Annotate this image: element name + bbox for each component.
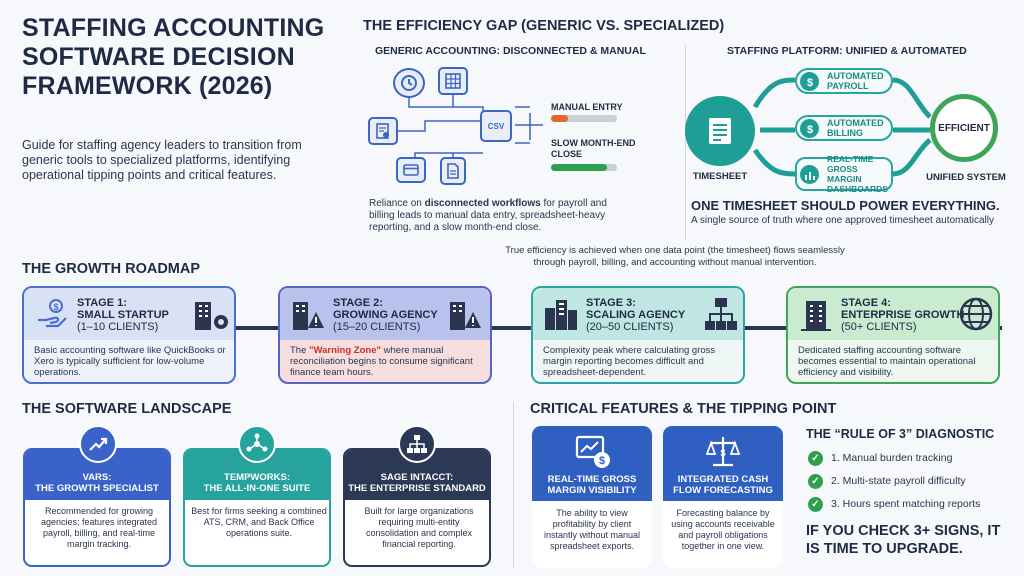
stage-3-title: STAGE 3:SCALING AGENCY(20–50 CLIENTS) [586, 297, 686, 333]
tempworks-description: Best for firms seeking a combined ATS, C… [191, 506, 327, 538]
roadmap-line [22, 326, 1002, 330]
org-chart-icon [703, 296, 739, 337]
generic-description: Reliance on disconnected workflows for p… [369, 198, 607, 233]
svg-text:$: $ [599, 455, 605, 467]
timesheet-tagline: A single source of truth where one appro… [691, 215, 994, 226]
manual-entry-fill [551, 115, 568, 122]
stage-1-title: STAGE 1:SMALL STARTUP(1–10 CLIENTS) [77, 297, 169, 333]
stage-card-2: STAGE 2:GROWING AGENCY(15–20 CLIENTS) Th… [278, 286, 492, 384]
building-warning-icon [447, 298, 483, 337]
svg-text:$: $ [720, 448, 725, 458]
dollar-icon: $ [800, 119, 819, 138]
document-icon [440, 157, 466, 185]
flow-gross-margin-dashboards: REAL-TIME GROSS MARGIN DASHBOARDS [795, 154, 893, 194]
cash-flow-description: Forecasting balance by using accounts re… [671, 508, 775, 551]
scales-icon: $ [705, 434, 741, 475]
efficiency-gap-title: THE EFFICIENCY GAP (GENERIC VS. SPECIALI… [363, 18, 725, 34]
dollar-icon: $ [800, 72, 819, 91]
stage-2-title: STAGE 2:GROWING AGENCY(15–20 CLIENTS) [333, 297, 438, 333]
hierarchy-icon [398, 425, 436, 463]
gross-margin-description: The ability to view profitability by cli… [543, 508, 641, 551]
vars-description: Recommended for growing agencies; featur… [40, 506, 158, 549]
payment-card-icon [396, 157, 426, 183]
diagnostic-title: THE “RULE OF 3” DIAGNOSTIC [806, 427, 995, 441]
efficiency-footnote: True efficiency is achieved when one dat… [505, 245, 845, 268]
intro-text: Guide for staffing agency leaders to tra… [22, 138, 302, 182]
software-title: THE SOFTWARE LANDSCAPE [22, 401, 232, 417]
stage-4-body: Dedicated staffing accounting software b… [798, 345, 976, 378]
check-icon: ✓ [808, 497, 823, 512]
city-buildings-icon [543, 298, 579, 337]
metric-label-manual-entry: MANUAL ENTRY [551, 102, 623, 112]
spreadsheet-icon [438, 67, 468, 95]
unified-system-label: UNIFIED SYSTEM [926, 172, 1006, 183]
vendor-card-vars: VARS:THE GROWTH SPECIALIST Recommended f… [23, 448, 171, 567]
flow-automated-billing: $ AUTOMATED BILLING [795, 115, 893, 141]
svg-text:$: $ [53, 302, 58, 312]
svg-text:$: $ [806, 77, 812, 88]
roadmap-title: THE GROWTH ROADMAP [22, 261, 201, 277]
check-icon: ✓ [808, 474, 823, 489]
building-gear-icon [191, 298, 231, 337]
stage-3-body: Complexity peak where calculating gross … [543, 345, 716, 378]
stage-card-3: STAGE 3:SCALING AGENCY(20–50 CLIENTS) Co… [531, 286, 745, 384]
chart-icon [800, 165, 819, 184]
stage-2-body: The "Warning Zone" where manual reconcil… [290, 345, 473, 378]
generic-title: GENERIC ACCOUNTING: DISCONNECTED & MANUA… [375, 45, 646, 57]
upgrade-cta: IF YOU CHECK 3+ SIGNS, IT IS TIME TO UPG… [806, 523, 1001, 557]
feature-card-cash-flow: $ INTEGRATED CASH FLOW FORECASTING Forec… [663, 426, 783, 568]
globe-icon [958, 296, 994, 337]
specialized-title: STAFFING PLATFORM: UNIFIED & AUTOMATED [727, 45, 967, 57]
csv-file-icon: CSV [480, 110, 512, 142]
feature-card-gross-margin: $ REAL-TIME GROSS MARGIN VISIBILITY The … [532, 426, 652, 568]
timesheet-headline: ONE TIMESHEET SHOULD POWER EVERYTHING. [691, 198, 1000, 213]
sage-description: Built for large organizations requiring … [364, 506, 474, 549]
invoice-icon [368, 117, 398, 145]
manual-entry-bar [551, 115, 617, 122]
page-title: STAFFING ACCOUNTING SOFTWARE DECISION FR… [22, 14, 325, 100]
timesheet-label: TIMESHEET [692, 171, 748, 182]
monitor-dollar-icon: $ [575, 434, 611, 475]
network-icon [238, 425, 276, 463]
month-end-fill [551, 164, 608, 171]
flow-connectors [752, 77, 932, 177]
timesheet-icon [685, 96, 755, 166]
stage-card-1: $ STAGE 1:SMALL STARTUP(1–10 CLIENTS) Ba… [22, 286, 236, 384]
metric-label-month-end: SLOW MONTH-END CLOSE [551, 138, 636, 159]
diagnostic-check-3: 3. Hours spent matching reports [831, 498, 981, 510]
office-building-icon [798, 298, 834, 337]
hand-money-icon: $ [36, 298, 70, 335]
clock-icon [393, 68, 425, 98]
diagnostic-check-2: 2. Multi-state payroll difficulty [831, 475, 966, 487]
building-warning-icon [290, 298, 326, 337]
vendor-card-tempworks: TEMPWORKS:THE ALL-IN-ONE SUITE Best for … [183, 448, 331, 567]
check-icon: ✓ [808, 451, 823, 466]
critical-title: CRITICAL FEATURES & THE TIPPING POINT [530, 401, 837, 417]
efficient-badge: EFFICIENT [930, 94, 998, 162]
flow-automated-payroll: $ AUTOMATED PAYROLL [795, 68, 893, 94]
diagnostic-check-1: 1. Manual burden tracking [831, 452, 953, 464]
vendor-card-sage-intacct: SAGE INTACCT:THE ENTERPRISE STANDARD Bui… [343, 448, 491, 567]
stage-1-body: Basic accounting software like QuickBook… [34, 345, 226, 378]
trend-up-icon [79, 425, 117, 463]
stage-card-4: STAGE 4:ENTERPRISE GROWTH(50+ CLIENTS) D… [786, 286, 1000, 384]
stage-4-title: STAGE 4:ENTERPRISE GROWTH(50+ CLIENTS) [841, 297, 965, 333]
svg-text:$: $ [806, 124, 812, 135]
month-end-bar [551, 164, 617, 171]
